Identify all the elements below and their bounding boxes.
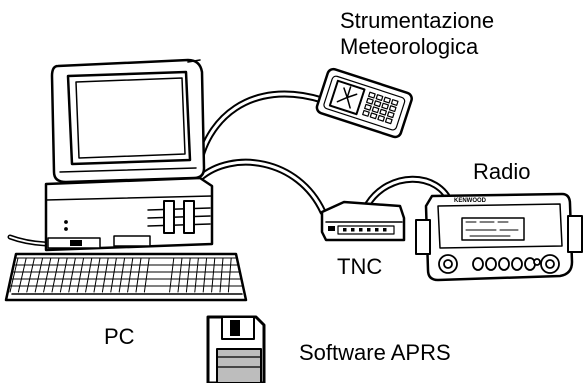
weather-keypad-key <box>375 94 384 102</box>
radio-volume-knob-center <box>443 259 453 269</box>
radio-button <box>485 257 497 271</box>
weather-keypad-key <box>377 114 386 122</box>
cable-tnc-to-radio <box>364 175 455 208</box>
radio-brand-label: KENWOOD <box>454 198 487 204</box>
weather-keypad-key <box>364 103 372 111</box>
tnc-led <box>375 228 379 232</box>
tnc-led <box>343 228 347 232</box>
weather-keypad-key <box>388 105 397 113</box>
pc-illustration <box>4 58 248 302</box>
weather-instrument <box>315 67 413 139</box>
software-label: Software APRS <box>299 340 451 365</box>
floppy-disk-icon <box>206 315 266 383</box>
radio-transceiver <box>415 192 583 282</box>
radio-button <box>524 257 536 271</box>
weather-keypad-key <box>381 102 389 110</box>
weather-instrument-label: Strumentazione Meteorologica <box>340 8 494 61</box>
weather-keypad-key <box>383 96 391 104</box>
tnc-led <box>383 228 387 232</box>
weather-instrument-label-line2: Meteorologica <box>340 34 479 60</box>
tnc-led <box>367 228 371 232</box>
weather-keypad-key <box>362 109 370 117</box>
keyboard <box>4 252 248 302</box>
tnc-modem <box>320 200 406 242</box>
radio-label: Radio <box>473 159 531 184</box>
system-unit <box>44 176 214 252</box>
cable-pc-to-weather <box>194 90 326 174</box>
radio-button <box>498 257 510 271</box>
radio-small-knob <box>533 258 541 266</box>
monitor <box>50 58 206 184</box>
weather-instrument-label-line1: Strumentazione <box>340 8 495 33</box>
weather-keypad-key <box>386 111 395 119</box>
cable-keyboard <box>7 234 49 247</box>
tnc-label: TNC <box>337 254 383 279</box>
tnc-led <box>359 228 363 232</box>
weather-keypad-key <box>390 99 399 106</box>
weather-keypad-key <box>368 91 376 99</box>
cable-pc-to-tnc <box>196 158 327 216</box>
tnc-led <box>351 228 355 232</box>
radio-button <box>511 257 523 271</box>
weather-keypad-key <box>366 97 374 105</box>
radio-tuning-knob-center <box>545 259 555 269</box>
weather-keypad-key <box>384 117 393 125</box>
weather-keypad-key <box>379 108 388 116</box>
pc-label: PC <box>104 324 135 349</box>
weather-keypad-key <box>373 100 382 108</box>
weather-keypad-key <box>371 106 380 114</box>
radio-button <box>472 257 484 271</box>
weather-keypad-key <box>369 112 378 120</box>
